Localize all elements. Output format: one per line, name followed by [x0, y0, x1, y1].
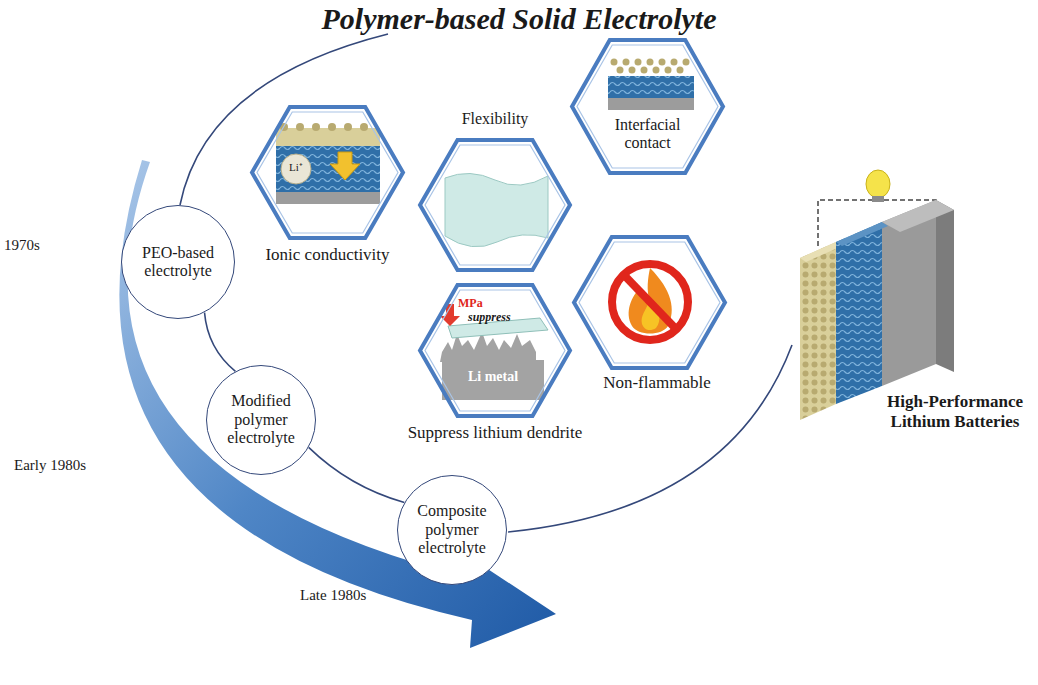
hexagon-outline — [570, 38, 725, 175]
product-label: High-Performance Lithium Batteries — [876, 392, 1034, 433]
dendrite-picture — [440, 304, 548, 400]
era-label: 1970s — [4, 236, 74, 254]
circle-text: Modified polymer electrolyte — [215, 392, 307, 447]
hexagon-border — [252, 107, 403, 238]
arc-connector — [309, 447, 405, 502]
era-circle: Composite polymer electrolyte — [397, 475, 507, 585]
feature-text: Flexibility — [408, 110, 582, 128]
feature-hexagon: MPasuppressLi metalSuppress lithium dend… — [418, 283, 572, 418]
diagram-title: Polymer-based Solid Electrolyte — [0, 2, 1038, 36]
feature-text: Interfacial contact — [600, 116, 695, 153]
feature-text: suppress — [468, 311, 528, 325]
hexagon-outline — [250, 105, 405, 240]
feature-hexagon: Li⁺Ionic conductivity — [250, 105, 405, 240]
era-label: Early 1980s — [14, 456, 124, 474]
no-fire-symbol — [612, 264, 688, 340]
circle-text: Composite polymer electrolyte — [406, 502, 498, 557]
feature-text: Non-flammable — [572, 373, 742, 393]
feature-hexagon: Flexibility — [418, 138, 572, 272]
hexagon-border — [420, 140, 570, 270]
feature-text: Ionic conductivity — [230, 245, 425, 265]
hexagon-inner-border — [425, 290, 565, 411]
feature-text: MPa — [458, 297, 498, 311]
era-circle: PEO-based electrolyte — [121, 205, 235, 319]
hexagon-border — [574, 237, 725, 368]
hexagon-outline — [418, 283, 572, 418]
hexagon-border — [420, 285, 570, 416]
hexagon-outline — [418, 138, 572, 272]
hexagon-inner-border — [257, 112, 398, 233]
feature-hexagon: Interfacial contact — [570, 38, 725, 175]
interface-picture — [608, 59, 694, 111]
feature-text: Li metal — [444, 369, 542, 385]
feature-text: Suppress lithium dendrite — [388, 423, 602, 443]
battery-picture — [800, 170, 954, 420]
hexagon-inner-border — [577, 45, 718, 168]
hexagon-inner-border — [579, 242, 720, 363]
ion-picture — [276, 123, 380, 204]
flexible-sheet — [445, 173, 548, 246]
era-circle: Modified polymer electrolyte — [206, 365, 316, 475]
feature-text: Li⁺ — [281, 161, 311, 174]
era-label: Late 1980s — [300, 586, 410, 604]
circle-text: PEO-based electrolyte — [132, 244, 224, 281]
hexagon-outline — [572, 235, 727, 370]
arc-connector — [205, 312, 236, 371]
hexagon-border — [572, 40, 723, 173]
hexagon-inner-border — [425, 145, 565, 265]
feature-hexagon: Non-flammable — [572, 235, 727, 370]
